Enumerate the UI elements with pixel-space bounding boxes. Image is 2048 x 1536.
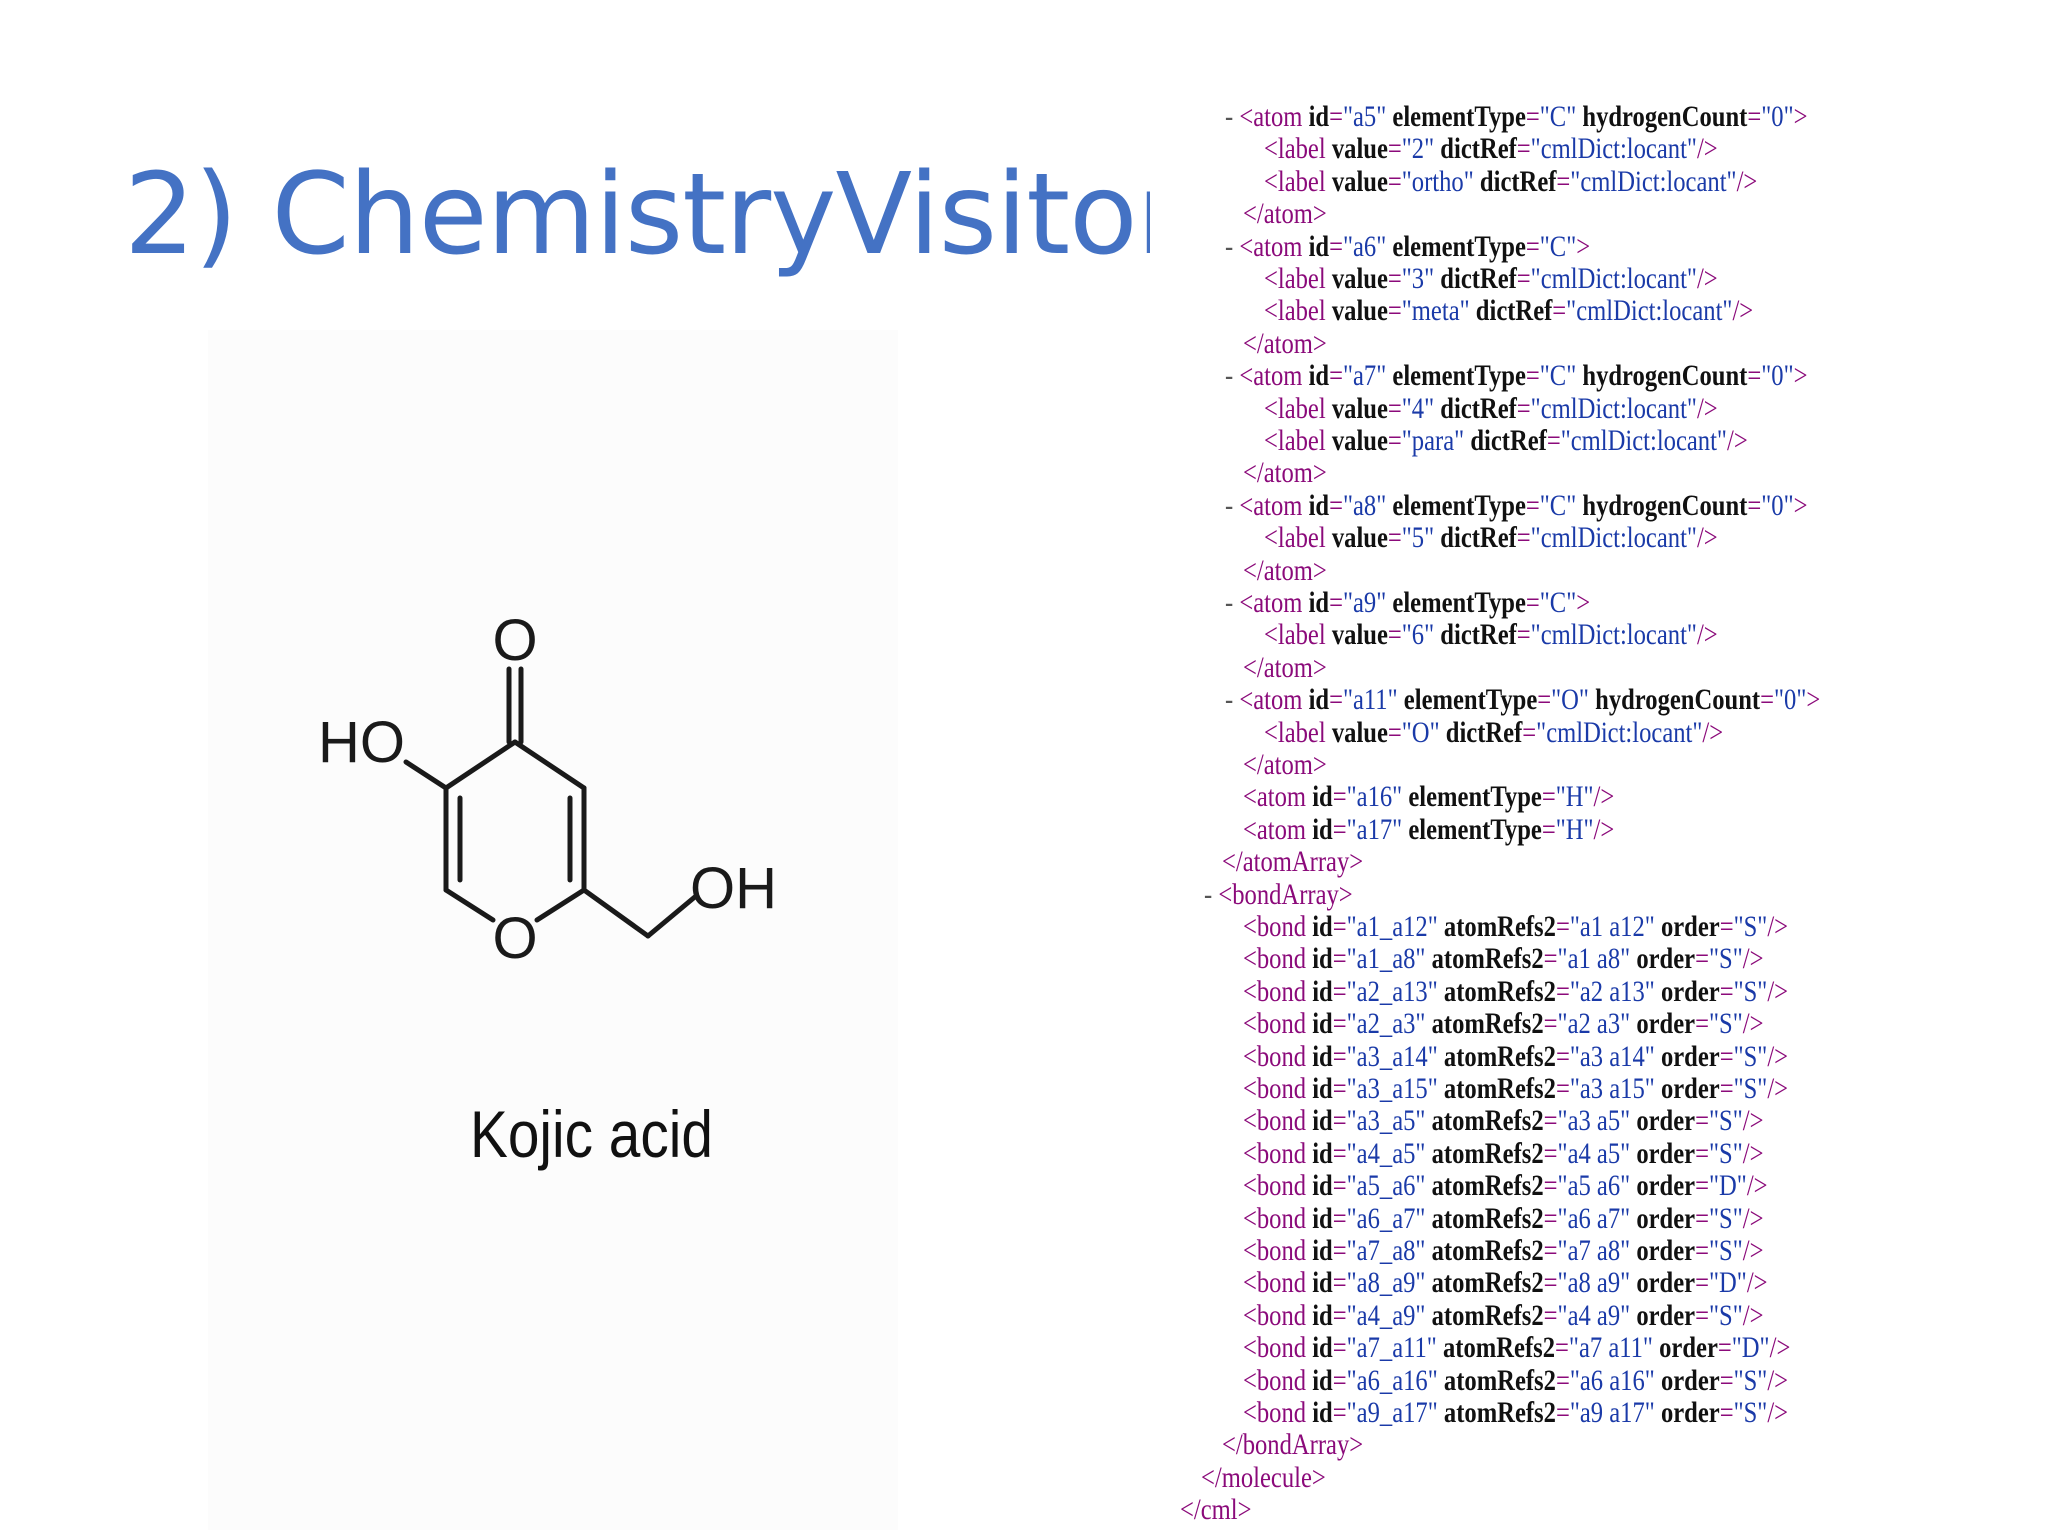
molecule-figure: O HO O OH Kojic acid: [208, 330, 898, 1530]
xml-line: <label value="3" dictRef="cmlDict:locant…: [1264, 262, 1718, 295]
xml-line: </atom>: [1243, 650, 1327, 684]
atom-label-hydroxyl: HO: [318, 710, 405, 775]
xml-line: <bond id="a9_a17" atomRefs2="a9 a17" ord…: [1243, 1396, 1789, 1429]
xml-line: <bond id="a8_a9" atomRefs2="a8 a9" order…: [1243, 1266, 1768, 1300]
xml-line: <label value="para" dictRef="cmlDict:loc…: [1264, 424, 1748, 457]
xml-line: - <atom id="a9" elementType="C">: [1225, 586, 1591, 619]
bond-c4-c5: [512, 739, 587, 791]
xml-line: <bond id="a4_a9" atomRefs2="a4 a9" order…: [1243, 1298, 1764, 1332]
xml-line: </atom>: [1243, 748, 1327, 781]
slide-title: 2) ChemistryVisitor: [124, 150, 1183, 280]
xml-line: <bond id="a3_a5" atomRefs2="a3 a5" order…: [1243, 1104, 1764, 1138]
xml-line: </atom>: [1243, 197, 1327, 231]
atom-label-carbonyl-o: O: [492, 608, 537, 673]
atom-label-ch2oh: OH: [690, 856, 777, 921]
cml-xml-listing: - <atom id="a5" elementType="C" hydrogen…: [1150, 100, 2030, 1536]
xml-line: <bond id="a1_a8" atomRefs2="a1 a8" order…: [1243, 942, 1764, 976]
xml-line: <label value="6" dictRef="cmlDict:locant…: [1264, 618, 1718, 652]
xml-line: - <atom id="a8" elementType="C" hydrogen…: [1225, 488, 1808, 522]
xml-line: <label value="meta" dictRef="cmlDict:loc…: [1264, 294, 1754, 328]
xml-line: <atom id="a16" elementType="H"/>: [1243, 780, 1615, 814]
xml-line: </cml>: [1180, 1493, 1252, 1527]
xml-line: </atom>: [1243, 553, 1327, 587]
xml-line: </atomArray>: [1222, 845, 1364, 879]
xml-line: <bond id="a5_a6" atomRefs2="a5 a6" order…: [1243, 1169, 1768, 1203]
xml-line: <atom id="a17" elementType="H"/>: [1243, 812, 1615, 846]
xml-line: - <bondArray>: [1204, 877, 1353, 911]
bond-c3-oh: [403, 759, 449, 791]
xml-line: <bond id="a2_a3" atomRefs2="a2 a3" order…: [1243, 1007, 1764, 1041]
xml-line: <label value="4" dictRef="cmlDict:locant…: [1264, 391, 1718, 425]
xml-line: - <atom id="a5" elementType="C" hydrogen…: [1225, 100, 1808, 133]
xml-line: <bond id="a6_a7" atomRefs2="a6 a7" order…: [1243, 1201, 1764, 1235]
xml-line: <bond id="a2_a13" atomRefs2="a2 a13" ord…: [1243, 974, 1789, 1008]
xml-line: </atom>: [1243, 456, 1327, 490]
xml-line: <label value="ortho" dictRef="cmlDict:lo…: [1264, 164, 1758, 198]
xml-line: <bond id="a7_a8" atomRefs2="a7 a8" order…: [1243, 1234, 1764, 1267]
bond-c4-c3: [443, 739, 518, 791]
xml-line: - <atom id="a11" elementType="O" hydroge…: [1225, 683, 1821, 717]
xml-line: </bondArray>: [1222, 1428, 1364, 1462]
xml-line: <label value="2" dictRef="cmlDict:locant…: [1264, 132, 1718, 166]
xml-line: - <atom id="a6" elementType="C">: [1225, 229, 1591, 263]
xml-line: <bond id="a1_a12" atomRefs2="a1 a12" ord…: [1243, 910, 1789, 943]
xml-line: </atom>: [1243, 326, 1327, 360]
xml-line: </molecule>: [1201, 1460, 1326, 1494]
bond-c6-o1: [534, 887, 587, 923]
bond-ch2-oh: [645, 893, 699, 939]
bond-c6-ch2: [581, 887, 651, 939]
xml-line: <bond id="a4_a5" atomRefs2="a4 a5" order…: [1243, 1136, 1764, 1170]
xml-line: <bond id="a7_a11" atomRefs2="a7 a11" ord…: [1243, 1331, 1791, 1365]
xml-line: - <atom id="a7" elementType="C" hydrogen…: [1225, 359, 1808, 393]
bond-c2-o1: [443, 887, 496, 923]
xml-line: <bond id="a3_a15" atomRefs2="a3 a15" ord…: [1243, 1072, 1789, 1105]
xml-line: <bond id="a3_a14" atomRefs2="a3 a14" ord…: [1243, 1039, 1789, 1073]
xml-line: <label value="O" dictRef="cmlDict:locant…: [1264, 715, 1724, 749]
molecule-caption: Kojic acid: [470, 1097, 713, 1171]
atom-label-ring-o: O: [492, 906, 537, 971]
xml-line: <label value="5" dictRef="cmlDict:locant…: [1264, 521, 1718, 555]
kojic-acid-structure: O HO O OH: [318, 608, 777, 971]
xml-line: <bond id="a6_a16" atomRefs2="a6 a16" ord…: [1243, 1363, 1789, 1397]
